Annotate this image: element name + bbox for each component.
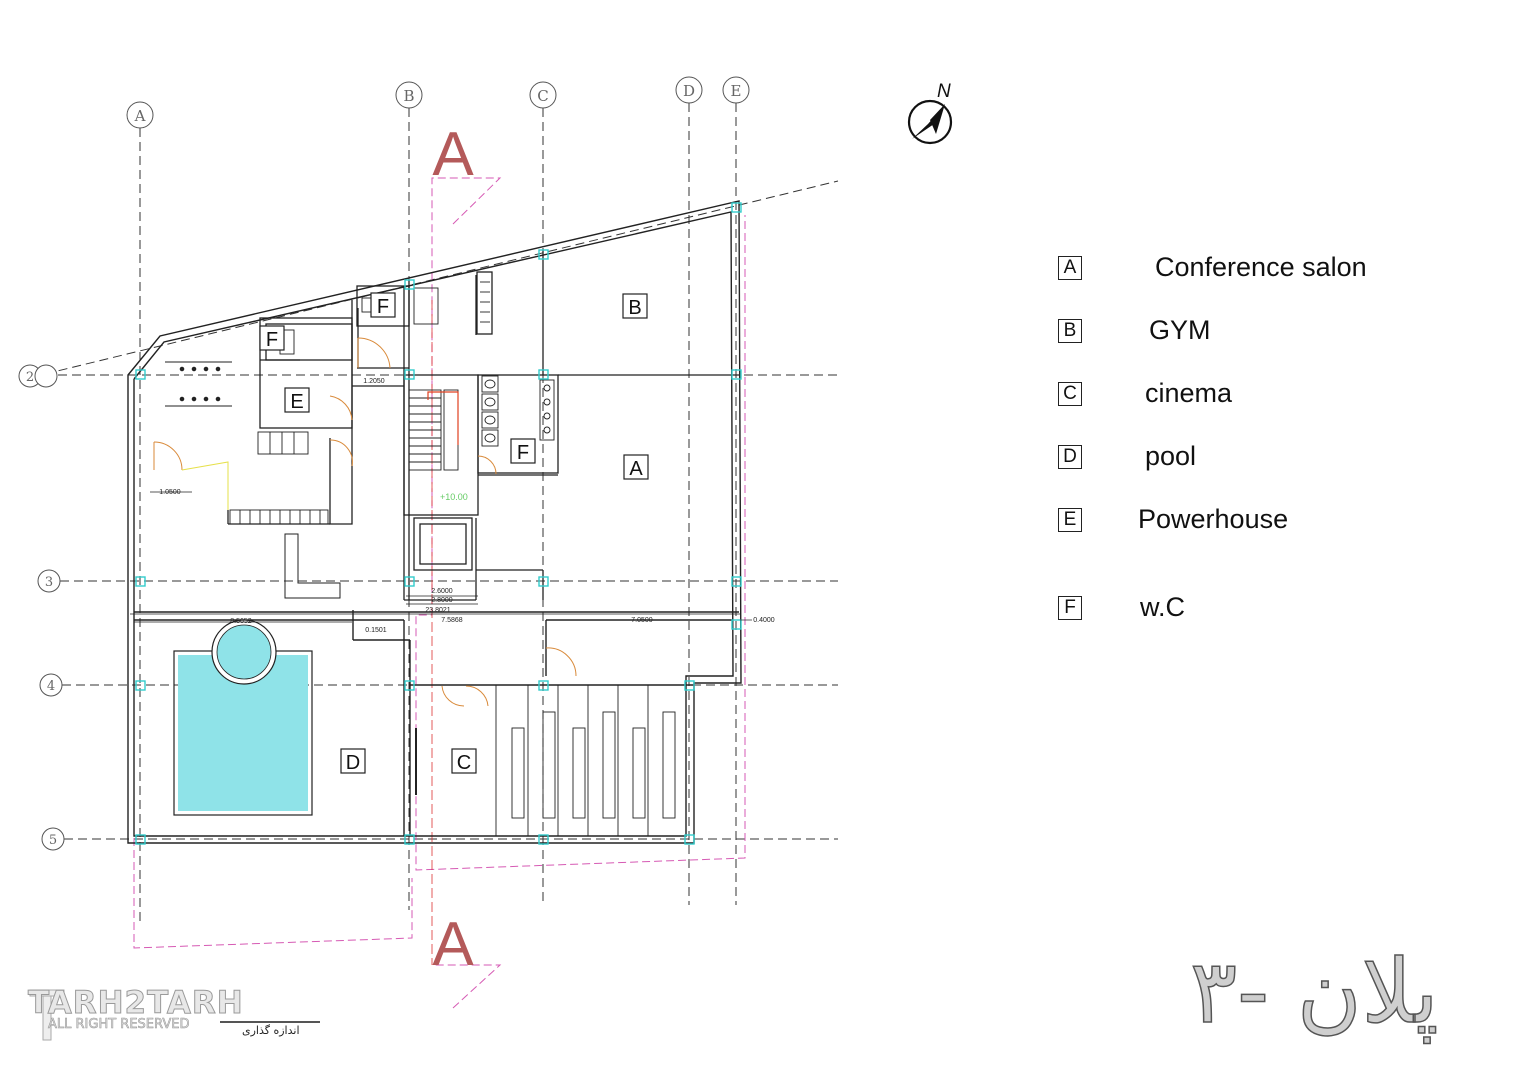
svg-text:F: F	[517, 442, 529, 464]
legend-key: B	[1058, 319, 1082, 343]
svg-text:D: D	[346, 752, 360, 774]
svg-text:E: E	[731, 82, 742, 100]
svg-text:2: 2	[26, 370, 34, 385]
stair-arrow	[427, 391, 459, 445]
grid-lines	[44, 103, 839, 925]
room-tag-f-1: F	[259, 325, 285, 351]
watermark-logo	[29, 989, 320, 1041]
furniture	[165, 361, 341, 599]
room-tag-c: C	[451, 748, 477, 774]
grid-bubble-3: 3	[37, 569, 61, 593]
legend-key: F	[1058, 596, 1082, 620]
dim-5: 23.8021	[425, 607, 450, 614]
svg-text:A: A	[629, 458, 643, 480]
watermark-subtitle: اندازه گذاری	[242, 1024, 300, 1037]
svg-text:D: D	[683, 82, 695, 100]
legend-label: GYM	[1149, 315, 1211, 345]
room-tag-d: D	[340, 748, 366, 774]
legend-key: C	[1058, 382, 1082, 406]
dim-6: 8.5652	[230, 618, 252, 625]
svg-text:A: A	[134, 107, 146, 125]
building-outline	[127, 200, 742, 844]
room-tag-b: B	[622, 293, 648, 319]
legend-key: D	[1058, 445, 1082, 469]
dimension-lines	[130, 385, 752, 623]
level-mark: +10.00	[440, 492, 468, 502]
dim-9: 0.4000	[753, 617, 775, 624]
dim-4: 2.8000	[431, 597, 453, 604]
legend-label: Powerhouse	[1138, 504, 1289, 534]
legend-label: Conference salon	[1155, 252, 1367, 282]
room-tag-f-3: F	[510, 438, 536, 464]
svg-text:B: B	[403, 87, 414, 105]
room-tag-a: A	[623, 454, 649, 480]
columns	[135, 202, 742, 845]
dim-10: 0.1501	[365, 627, 387, 634]
dim-3: 2.6000	[431, 588, 453, 595]
legend-label: cinema	[1145, 378, 1233, 408]
svg-text:5: 5	[49, 833, 57, 848]
room-tag-f-2: F	[370, 292, 396, 318]
room-tag-e: E	[284, 387, 310, 413]
north-arrow-icon: N	[907, 81, 953, 145]
svg-text:F: F	[266, 329, 278, 351]
legend-key: A	[1058, 256, 1082, 280]
doors	[153, 337, 577, 707]
svg-text:E: E	[290, 391, 303, 413]
pool-basin	[173, 619, 313, 816]
svg-text:4: 4	[47, 679, 55, 694]
plan-title: پلان -۳	[1189, 939, 1439, 1044]
svg-text:3: 3	[45, 575, 53, 590]
dim-1: 1.2050	[363, 378, 385, 385]
watermark-name: TARH2TARH	[28, 985, 244, 1022]
svg-text:C: C	[457, 752, 471, 774]
svg-text:B: B	[628, 297, 641, 319]
svg-text:F: F	[377, 296, 389, 318]
section-mark-top: A	[432, 120, 474, 189]
grid-bubble-2: 2	[18, 364, 58, 388]
grid-bubble-4: 4	[39, 673, 63, 697]
grid-bubble-d: D	[675, 76, 703, 104]
section-mark-bottom: A	[432, 910, 474, 979]
dim-7: 7.5868	[441, 617, 463, 624]
grid-bubble-5: 5	[41, 827, 65, 851]
legend-label: w.C	[1140, 592, 1186, 622]
grid-bubble-e: E	[722, 76, 750, 104]
cinema-seating	[415, 685, 676, 836]
svg-text:C: C	[537, 87, 548, 105]
grid-bubble-b: B	[395, 81, 423, 109]
dim-8: 7.0500	[631, 617, 653, 624]
grid-bubble-c: C	[529, 81, 557, 109]
watermark: TARH2TARH ALL RIGHT RESERVED	[28, 985, 244, 1033]
legend-label: pool	[1145, 441, 1197, 471]
grid-bubble-a: A	[126, 101, 154, 129]
north-label: N	[937, 81, 951, 102]
legend-key: E	[1058, 508, 1082, 532]
dim-2: 1.0500	[159, 489, 181, 496]
watermark-rights: ALL RIGHT RESERVED	[48, 1017, 190, 1033]
